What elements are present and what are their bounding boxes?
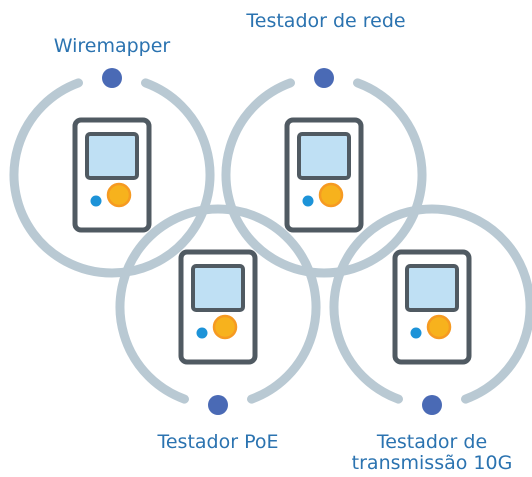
device-small-button: [302, 195, 314, 207]
device-big-button: [426, 314, 452, 340]
handheld-tester-icon: [392, 249, 472, 365]
dots-layer: [102, 68, 442, 415]
device-screen: [85, 132, 139, 180]
connection-dot-wiremapper: [102, 68, 122, 88]
device-big-button: [212, 314, 238, 340]
devices-layer: [72, 117, 472, 365]
connection-dot-10g: [422, 395, 442, 415]
label-network: Testador de rede: [246, 10, 406, 32]
device-big-button: [106, 182, 132, 208]
handheld-tester-icon: [72, 117, 152, 233]
device-screen: [297, 132, 351, 180]
device-small-button: [90, 195, 102, 207]
device-big-button: [318, 182, 344, 208]
label-wiremapper: Wiremapper: [53, 35, 171, 57]
ring-wiremapper: [9, 78, 215, 278]
connection-dot-network: [314, 68, 334, 88]
handheld-tester-icon: [284, 117, 364, 233]
rings-layer: [9, 78, 532, 404]
label-poe: Testador PoE: [157, 431, 279, 453]
device-screen: [405, 264, 459, 312]
connection-dot-poe: [208, 395, 228, 415]
label-10g: Testador de transmissão 10G: [351, 431, 513, 474]
device-small-button: [410, 327, 422, 339]
device-screen: [191, 264, 245, 312]
handheld-tester-icon: [178, 249, 258, 365]
ring-10g: [329, 204, 532, 404]
device-small-button: [196, 327, 208, 339]
ring-network: [221, 78, 427, 278]
ring-poe: [115, 204, 321, 404]
